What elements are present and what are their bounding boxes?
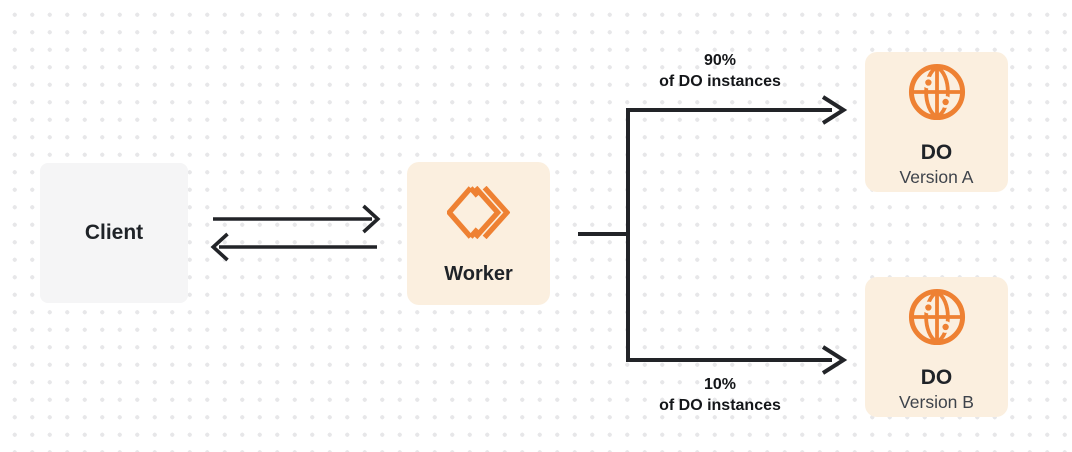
edge-label-90-percent: 90% of DO instances: [618, 50, 822, 92]
client-worker-arrows: [210, 204, 381, 262]
edge-label-description: of DO instances: [659, 73, 781, 90]
client-label: Client: [84, 221, 144, 244]
globe-icon: [908, 63, 966, 121]
edge-label-10-percent: 10% of DO instances: [618, 374, 822, 416]
edge-label-percent: 10%: [703, 376, 737, 393]
worker-label: Worker: [444, 263, 513, 285]
cloudflare-workers-icon: [445, 185, 511, 240]
globe-icon: [908, 288, 966, 346]
node-worker: Worker: [407, 162, 550, 305]
edge-label-percent: 90%: [703, 52, 737, 69]
node-do-version-a: DO Version A: [865, 52, 1008, 192]
do-subtitle: Version A: [899, 167, 974, 187]
worker-branch-arrows: [578, 95, 848, 375]
edge-label-description: of DO instances: [659, 397, 781, 414]
node-client: Client: [40, 163, 188, 303]
do-subtitle: Version B: [899, 392, 974, 412]
node-do-version-b: DO Version B: [865, 277, 1008, 417]
do-title: DO: [920, 141, 953, 164]
do-title: DO: [920, 366, 953, 389]
